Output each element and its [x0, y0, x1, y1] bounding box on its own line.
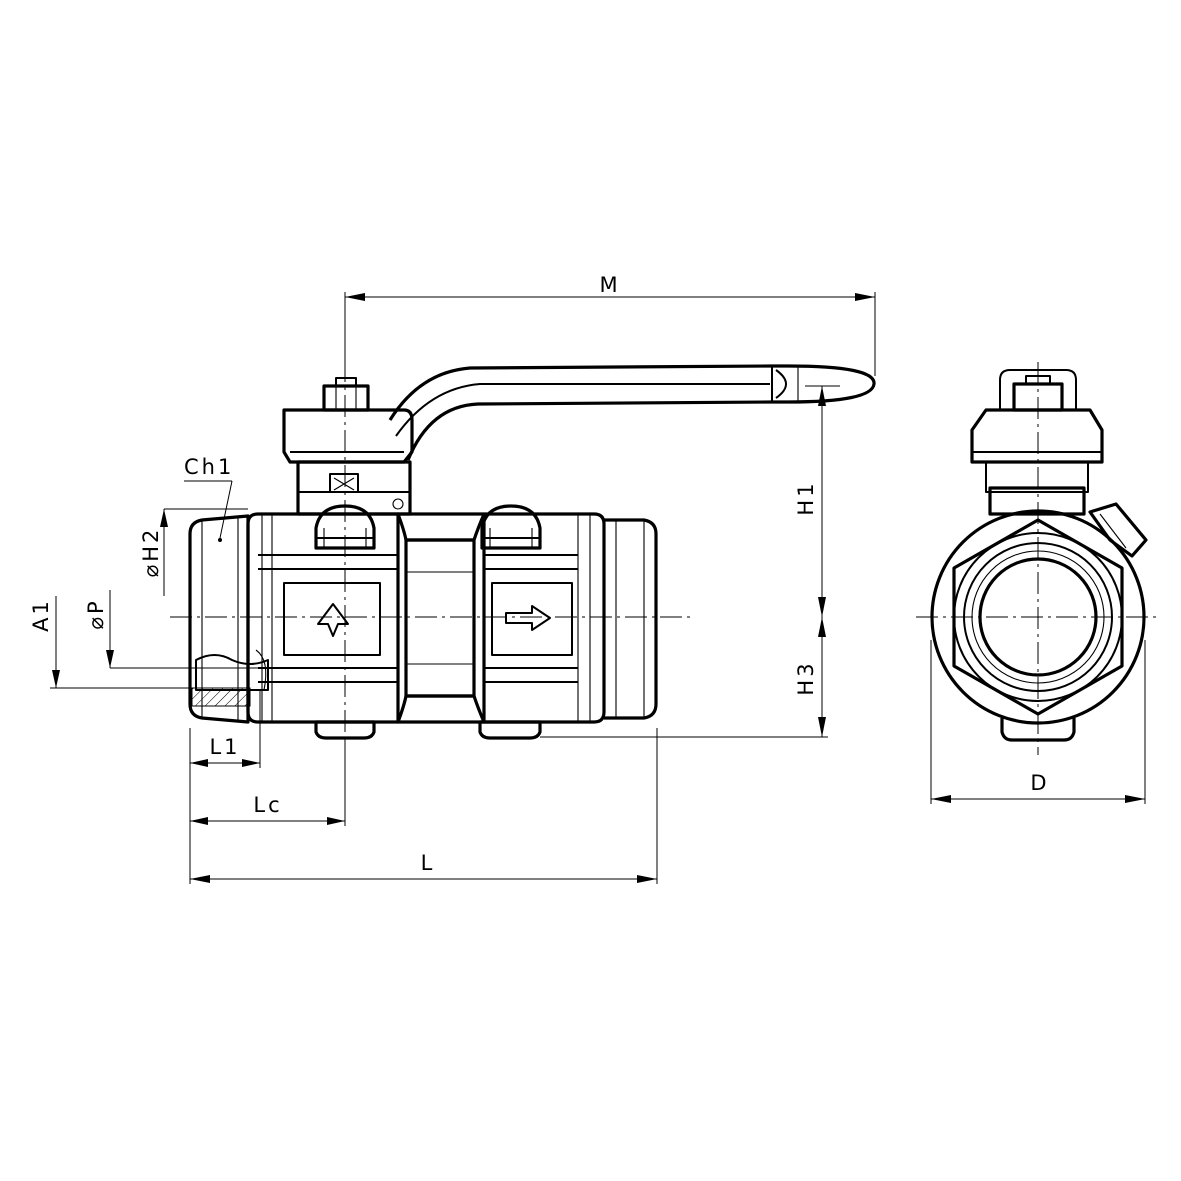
- dim-label-h2: ⌀H2: [139, 527, 163, 578]
- dim-label-l: L: [421, 851, 436, 875]
- dim-label-p: ⌀P: [84, 598, 108, 629]
- valve-body-left: [246, 512, 400, 724]
- dimensions: M H1 H3 Ch1 ⌀H2 ⌀P A1: [29, 273, 1146, 884]
- bottom-plug-right: [478, 720, 542, 740]
- right-end-fitting: [604, 518, 658, 720]
- dim-label-d: D: [1030, 771, 1049, 795]
- bottom-plug-left: [314, 720, 376, 740]
- dim-label-a1: A1: [29, 598, 53, 632]
- arrow-right-icon: [505, 605, 551, 631]
- lever-handle: [388, 364, 876, 461]
- dim-label-lc: Lc: [253, 793, 282, 817]
- left-end-fitting: [188, 514, 269, 724]
- bore-circle: [978, 557, 1098, 677]
- dim-label-ch1: Ch1: [184, 455, 234, 479]
- dim-label-l1: L1: [209, 735, 240, 759]
- hex-nut: [952, 518, 1124, 716]
- stem-assembly: [282, 377, 414, 516]
- top-plug-right: [480, 504, 542, 550]
- dim-label-m: M: [599, 273, 620, 297]
- front-view: [916, 362, 1158, 755]
- side-view: [170, 360, 876, 760]
- body-outer-circle: [930, 509, 1146, 725]
- ring-icon: [317, 603, 349, 637]
- valve-neck: [396, 512, 486, 724]
- top-plug-left: [314, 504, 376, 550]
- dim-label-h1: H1: [794, 480, 818, 515]
- dim-label-h3: H3: [794, 660, 818, 695]
- threaded-section-hatch: [191, 687, 251, 707]
- valve-body-right: [482, 512, 606, 724]
